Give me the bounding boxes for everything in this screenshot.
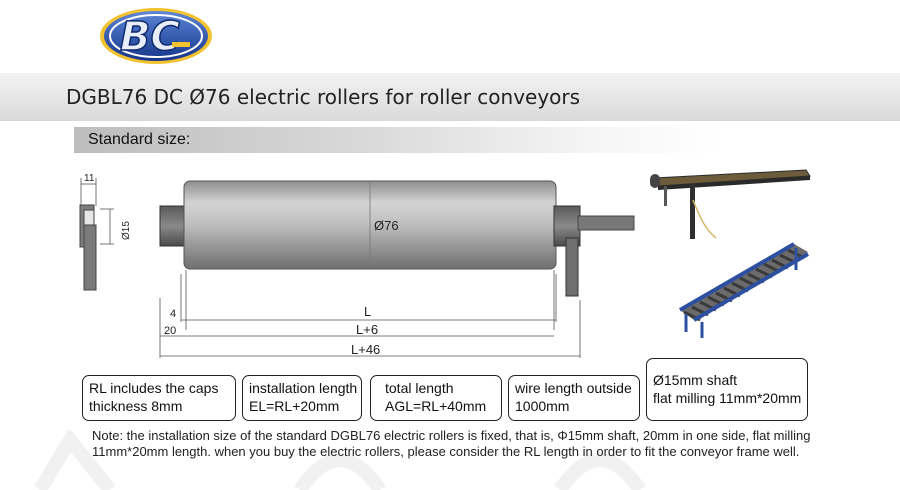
spec-box-wire: wire length outside 1000mm — [508, 375, 640, 421]
spec-agl-line1: total length — [385, 380, 454, 396]
roller-body: Ø76 — [159, 180, 635, 297]
spec-box-installation: installation length EL=RL+20mm — [242, 375, 362, 421]
spec-rl-line2: thickness 8mm — [89, 398, 183, 414]
spec-box-total: total length AGL=RL+40mm — [370, 375, 502, 421]
spec-shaft-line1: Ø15mm shaft — [653, 372, 738, 388]
spec-agl-line2: AGL=RL+40mm — [385, 398, 487, 414]
dim-L46-label: L+46 — [351, 342, 380, 357]
dim-L6-label: L+6 — [356, 322, 378, 337]
section-label: Standard size: — [88, 131, 191, 148]
spec-box-rl: RL includes the caps thickness 8mm — [82, 375, 236, 421]
spec-shaft-line2: flat milling 11mm*20mm — [653, 390, 802, 406]
dim-4-label: 4 — [170, 308, 176, 320]
svg-text:BC: BC — [120, 14, 180, 60]
spec-wire-line1: wire length outside — [515, 380, 632, 396]
roller-dimension-drawing: 11 Ø15 Ø76 4 L 20 L+6 L+46 — [79, 173, 635, 358]
spec-wire-line2: 1000mm — [515, 398, 570, 414]
dim-20-label: 20 — [164, 325, 176, 337]
diameter-76-label: Ø76 — [374, 218, 399, 233]
spec-el-line2: EL=RL+20mm — [249, 398, 340, 414]
background-watermark — [33, 430, 646, 490]
spec-rl-line1: RL includes the caps — [89, 380, 219, 396]
spec-box-shaft: Ø15mm shaft flat milling 11mm*20mm — [646, 358, 808, 421]
installation-note: Note: the installation size of the stand… — [92, 428, 811, 459]
dimension-lines — [159, 270, 581, 358]
page-title: DGBL76 DC Ø76 electric rollers for rolle… — [66, 85, 581, 109]
title-bar: DGBL76 DC Ø76 electric rollers for rolle… — [0, 73, 900, 121]
dim-11-label: 11 — [84, 173, 95, 184]
dim-d15-label: Ø15 — [121, 221, 132, 240]
spec-el-line1: installation length — [249, 380, 358, 396]
conveyor-detail-photo — [650, 169, 811, 239]
roller-conveyor-photo — [678, 242, 810, 338]
section-header: Standard size: — [74, 127, 720, 153]
dim-L-label: L — [364, 304, 371, 319]
shaft-end-side-view: 11 Ø15 — [79, 173, 132, 291]
company-logo: BC — [100, 8, 212, 64]
